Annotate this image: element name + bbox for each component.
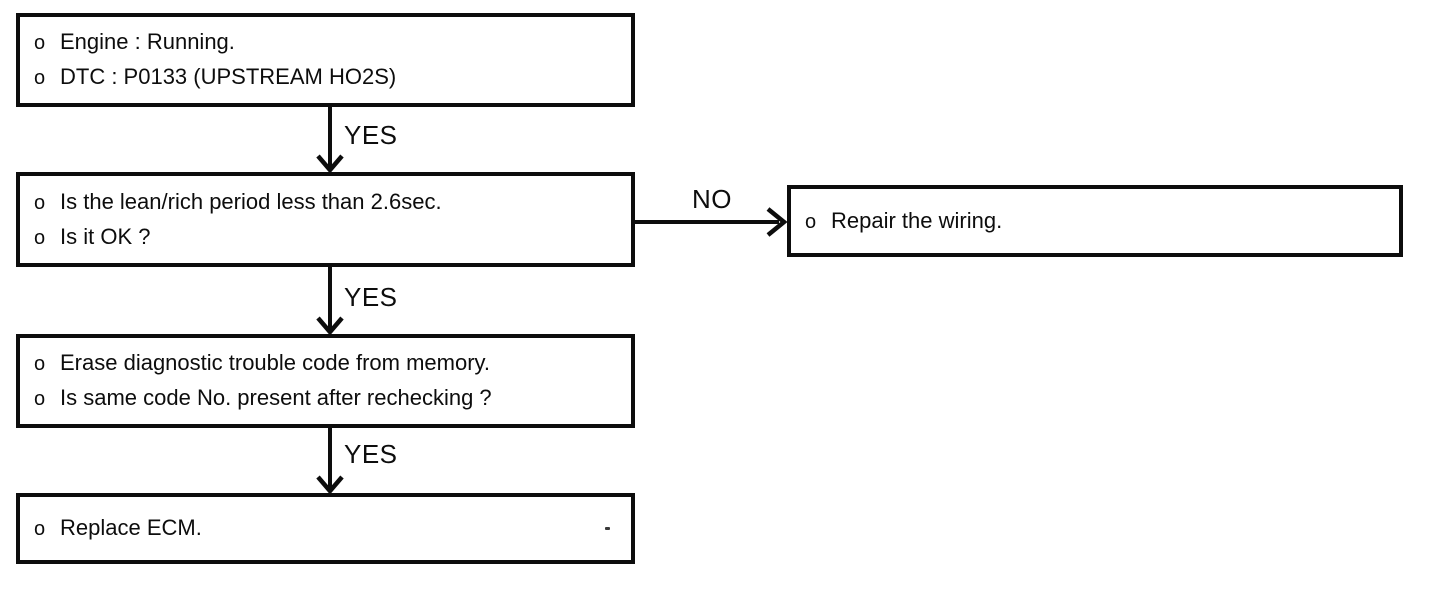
arrow-down-yes-2: [316, 266, 344, 336]
edge-label-yes-3: YES: [344, 439, 398, 469]
node-text-line: o Repair the wiring.: [805, 204, 1393, 239]
node-text-line: o Erase diagnostic trouble code from mem…: [34, 346, 625, 381]
edge-label-yes-2: YES: [344, 282, 398, 312]
node-text-line: o Engine : Running.: [34, 25, 625, 60]
node-text: DTC : P0133 (UPSTREAM HO2S): [60, 64, 397, 89]
node-text: Replace ECM.: [60, 515, 202, 540]
node-repair-wiring: o Repair the wiring.: [787, 185, 1403, 257]
bullet-marker: o: [34, 191, 46, 214]
edge-label-yes-1: YES: [344, 120, 398, 150]
node-start-condition: o Engine : Running. o DTC : P0133 (UPSTR…: [16, 13, 635, 107]
bullet-marker: o: [34, 32, 46, 54]
node-text: Repair the wiring.: [831, 207, 1003, 233]
node-text: Is the lean/rich period less than 2.6sec…: [60, 188, 442, 214]
node-check-lean-rich-period: o Is the lean/rich period less than 2.6s…: [16, 172, 635, 267]
bullet-marker: o: [34, 67, 46, 89]
bullet-marker: o: [34, 353, 46, 375]
arrow-down-yes-1: [316, 106, 344, 174]
node-text-line: o Replace ECM.: [34, 511, 625, 546]
node-text-line: o Is the lean/rich period less than 2.6s…: [34, 185, 625, 220]
node-text-line: o DTC : P0133 (UPSTREAM HO2S): [34, 60, 625, 95]
node-replace-ecm: o Replace ECM.: [16, 493, 635, 564]
bullet-marker: o: [34, 388, 46, 410]
scan-artifact-dot: [605, 527, 610, 530]
bullet-marker: o: [34, 226, 46, 249]
node-text: Engine : Running.: [60, 29, 235, 54]
node-text: Is same code No. present after recheckin…: [60, 385, 492, 410]
node-text: Is it OK ?: [60, 223, 151, 249]
node-text: Erase diagnostic trouble code from memor…: [60, 350, 490, 375]
bullet-marker: o: [805, 210, 817, 233]
node-text-line: o Is it OK ?: [34, 220, 625, 255]
bullet-marker: o: [34, 518, 46, 540]
arrow-down-yes-3: [316, 427, 344, 495]
edge-label-no: NO: [692, 184, 732, 214]
node-text-line: o Is same code No. present after recheck…: [34, 381, 625, 416]
node-erase-dtc-recheck: o Erase diagnostic trouble code from mem…: [16, 334, 635, 428]
